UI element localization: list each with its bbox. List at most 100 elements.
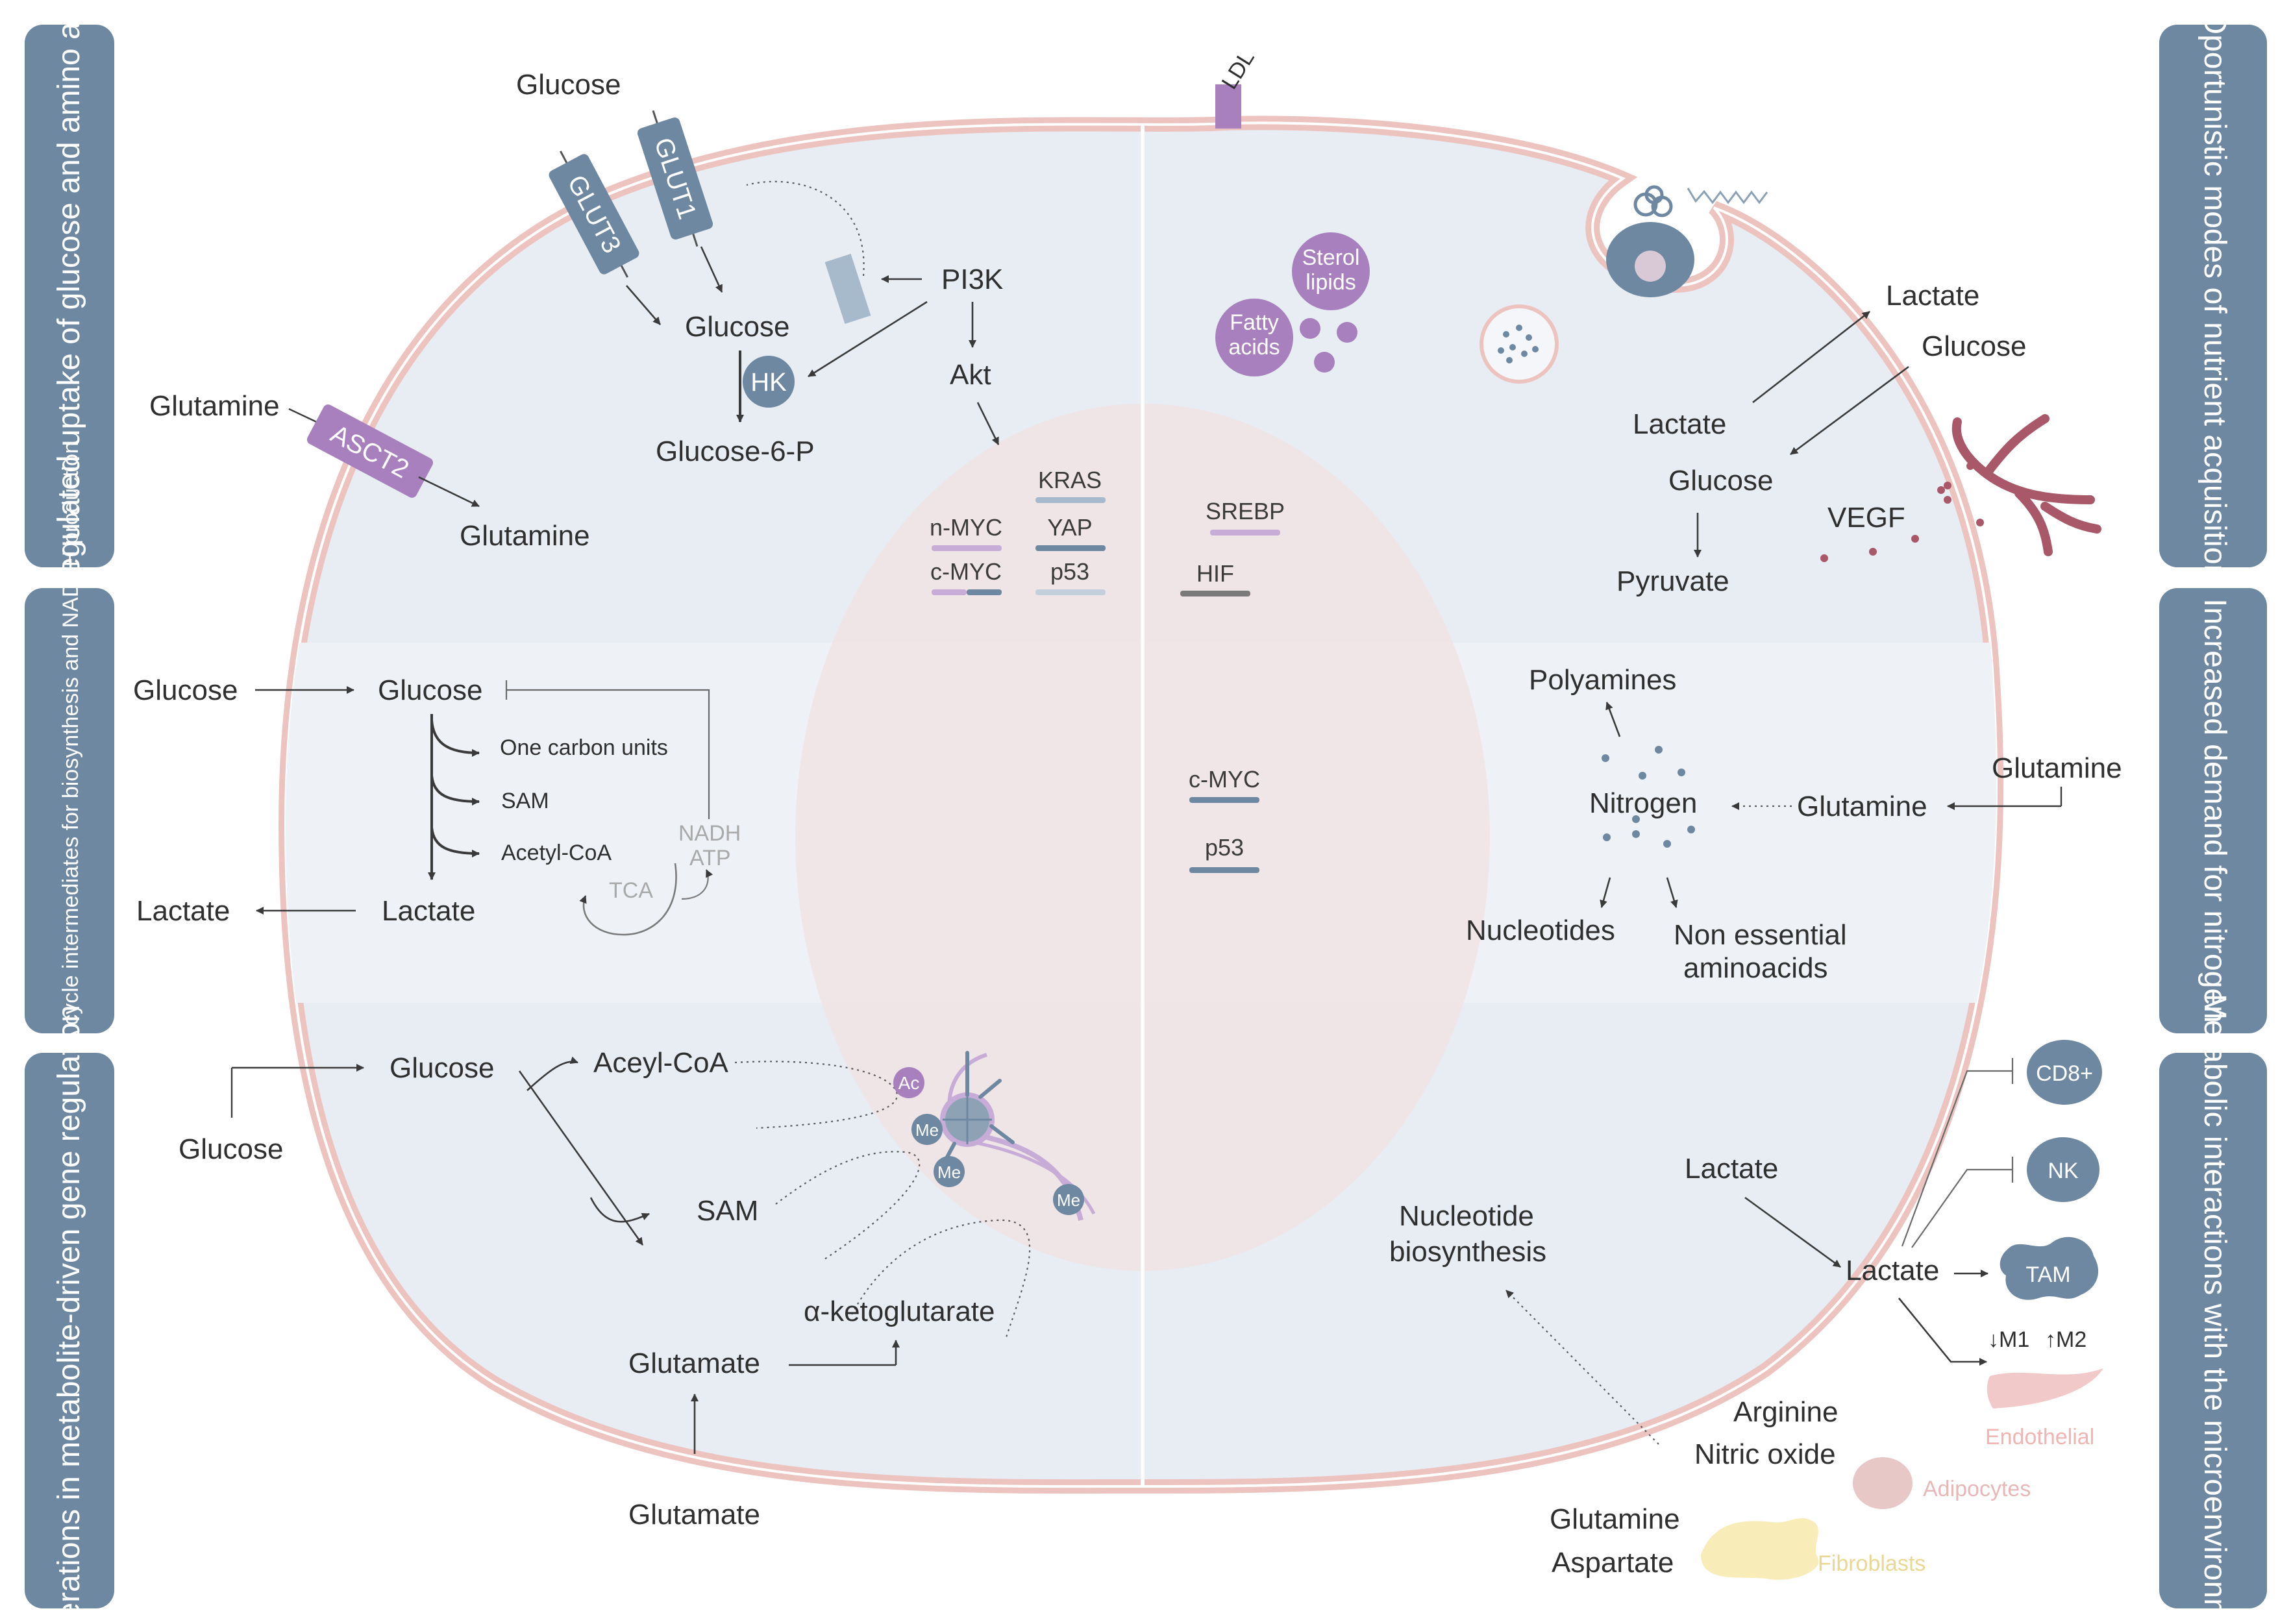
non-essential-label: Non essential — [1674, 919, 1847, 951]
vegf-dots — [1820, 462, 1984, 562]
biosynthesis-label: biosynthesis — [1389, 1236, 1546, 1268]
me-mark-3 — [1053, 1184, 1084, 1215]
nadh-label: NADH — [678, 821, 741, 846]
m1-label: ↓M1 — [1988, 1327, 2029, 1352]
glycolysis-glucose-out: Glucose — [133, 674, 238, 706]
gene-kras: KRAS — [1038, 467, 1102, 493]
hk-enzyme — [743, 356, 795, 408]
tca-label: TCA — [609, 878, 653, 903]
me-label-2: Me — [937, 1163, 961, 1182]
glutamate-out-label: Glutamate — [628, 1499, 760, 1531]
glucose-in-label: Glucose — [1668, 465, 1773, 497]
cd8-cell: CD8+ — [2027, 1040, 2102, 1105]
micro-lactate-out: Lactate — [1685, 1153, 1778, 1185]
uptake-section: Glucose GLUT1 GLUT3 Glucose HK Glucose-6… — [149, 69, 1003, 552]
side-panel-right-bottom-label: Metabolic interactions with the microenv… — [2198, 994, 2232, 1624]
gene-reg-glucose-out: Glucose — [179, 1133, 283, 1165]
me-mark-1 — [911, 1114, 943, 1145]
lactate-out-label: Lactate — [1886, 280, 1979, 312]
gene-regulation-section: Glucose Glucose Aceyl-CoA SAM Ac Me Me M… — [179, 1047, 1096, 1531]
gene-hif: HIF — [1196, 560, 1234, 587]
glycolysis-glucose-in: Glucose — [378, 674, 482, 706]
side-panel-left-top-label: Deregulated uptake of glucose and amino … — [52, 0, 86, 625]
tam-cell: TAM — [2000, 1236, 2099, 1300]
pi3k-label: PI3K — [941, 264, 1003, 295]
fibroblasts-label: Fibroblasts — [1818, 1551, 1926, 1576]
endothelial-label: Endothelial — [1985, 1425, 2094, 1449]
m2-label: ↑M2 — [2045, 1327, 2087, 1352]
side-panel-right-bottom: Metabolic interactions with the microenv… — [2159, 994, 2267, 1624]
me-mark-2 — [934, 1156, 965, 1187]
one-carbon-label: One carbon units — [500, 735, 668, 760]
side-panel-right-middle-label: Increased demand for nitrogen — [2198, 598, 2232, 1023]
gene-cmyc-mid: c-MYC — [1189, 766, 1260, 793]
side-panel-right-top: Oportunistic modes of nutrient acquisiti… — [2159, 10, 2267, 582]
sam-label: SAM — [501, 789, 549, 813]
adipocytes-cell — [1853, 1457, 1913, 1509]
tca-cycle: TCA NADH ATP — [579, 821, 741, 936]
nucleotides-label: Nucleotides — [1466, 915, 1615, 946]
cell — [278, 116, 2004, 1494]
side-panel-right-middle: Increased demand for nitrogen — [2159, 588, 2267, 1033]
nk-label: NK — [2048, 1159, 2079, 1183]
me-label-1: Me — [915, 1120, 939, 1140]
gene-yap: YAP — [1047, 514, 1092, 541]
fatty-acids-droplet — [1215, 299, 1293, 376]
acetyl-coa-label: Acetyl-CoA — [501, 841, 612, 865]
tam-label: TAM — [2025, 1262, 2070, 1287]
nitrogen-glutamine-out: Glutamine — [1992, 752, 2122, 784]
fatty-acids-label-2: acids — [1228, 335, 1280, 360]
gene-reg-glucose-in: Glucose — [390, 1052, 494, 1084]
glucose-out-label: Glucose — [1922, 330, 2026, 362]
micro-lactate-in: Lactate — [1846, 1255, 1939, 1286]
glucose-outside-label: Glucose — [516, 69, 621, 101]
receptor-bar — [824, 253, 871, 325]
gene-srebp: SREBP — [1206, 498, 1285, 524]
glutamine-outside-label: Glutamine — [149, 390, 280, 422]
glutamate-in-label: Glutamate — [628, 1347, 760, 1379]
micro-glutamine-label: Glutamine — [1550, 1503, 1680, 1535]
ac-mark — [893, 1067, 924, 1098]
nk-cell: NK — [2027, 1137, 2099, 1202]
arginine-label: Arginine — [1733, 1396, 1838, 1428]
gene-p53-mid: p53 — [1205, 834, 1244, 861]
fatty-acids-label: Fatty — [1230, 310, 1279, 335]
side-panel-left-bottom-label: Alterations in metabolite-driven gene re… — [52, 1005, 86, 1624]
blood-vessel — [1951, 414, 2101, 556]
hk-label: HK — [750, 368, 787, 397]
akt-label: Akt — [950, 359, 991, 391]
nitrogen-section: Polyamines Nitrogen Glutamine Glutamine … — [1466, 664, 2122, 984]
glycolysis-section: Glucose Glucose One carbon units SAM Ace… — [133, 674, 741, 936]
vesicle — [1480, 304, 1559, 384]
atp-label: ATP — [689, 846, 731, 870]
nitrogen-label: Nitrogen — [1589, 787, 1697, 819]
nucleosome: Ac Me Me Me — [893, 1051, 1096, 1221]
gene-nmyc: n-MYC — [930, 514, 1002, 541]
adipocytes-label: Adipocytes — [1923, 1477, 2031, 1501]
nucleus-genes: KRAS n-MYC YAP c-MYC p53 SREBP HIF c-MYC… — [930, 467, 1285, 873]
pyruvate-label: Pyruvate — [1616, 565, 1729, 597]
ac-label: Ac — [898, 1073, 920, 1093]
glutamine-inside-label: Glutamine — [460, 520, 590, 552]
nitrogen-glutamine-in: Glutamine — [1797, 791, 1927, 822]
side-panel-right-top-label: Oportunistic modes of nutrient acquisiti… — [2198, 10, 2232, 582]
gene-p53: p53 — [1050, 558, 1089, 585]
aspartate-label: Aspartate — [1552, 1547, 1674, 1579]
me-label-3: Me — [1057, 1190, 1080, 1210]
side-panel-left-top: Deregulated uptake of glucose and amino … — [25, 0, 114, 625]
gene-cmyc: c-MYC — [930, 558, 1002, 585]
polyamines-label: Polyamines — [1529, 664, 1676, 696]
opportunistic-section: LDL Sterol lipids Fatty acids Lactate Gl… — [1215, 46, 2101, 597]
nitric-oxide-label: Nitric oxide — [1694, 1438, 1836, 1470]
ldl-receptor — [1215, 84, 1241, 129]
akg-label: α-ketoglutarate — [804, 1296, 995, 1327]
cd8-label: CD8+ — [2036, 1061, 2093, 1086]
fibroblasts-cell — [1701, 1518, 1819, 1580]
macropinocytosis-cell — [1606, 185, 1768, 297]
vegf-label: VEGF — [1827, 502, 1905, 534]
sterol-lipids-droplet — [1292, 232, 1370, 310]
nitrogen-dots — [1602, 746, 1695, 848]
g6p-label: Glucose-6-P — [656, 436, 815, 467]
aminoacids-label: aminoacids — [1683, 952, 1828, 984]
